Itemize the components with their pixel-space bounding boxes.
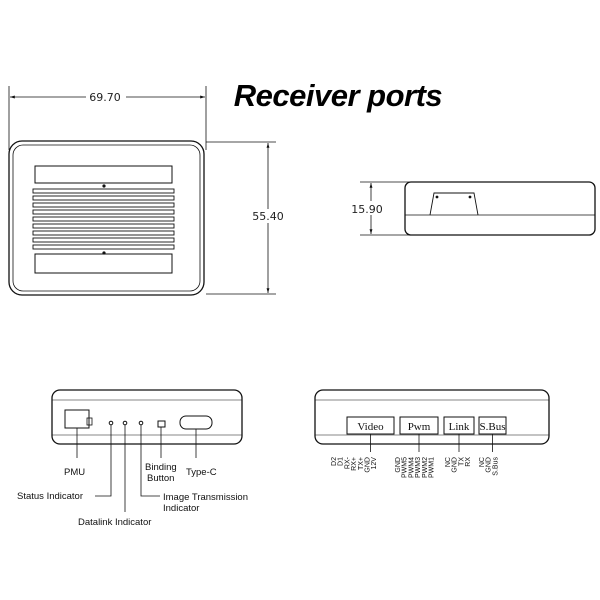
pin-label: RX- [344, 456, 351, 469]
pin-label: GND [486, 457, 493, 473]
fin [32, 230, 175, 236]
binding-button-label-2: Button [147, 473, 174, 484]
datalink-indicator-label: Datalink Indicator [78, 517, 151, 528]
image-transmission-label-1: Image Transmission [163, 492, 248, 503]
fin [32, 188, 175, 194]
pin-label: PWM1 [429, 457, 436, 478]
pin-label: PWM3 [415, 457, 422, 478]
width-dimension: 69.70 [89, 91, 121, 104]
fin [32, 244, 175, 250]
receiver-side-body [404, 181, 596, 236]
port-label: S.Bus [480, 421, 506, 433]
page-title: Receiver ports [233, 78, 443, 113]
pin-label: GND [365, 457, 372, 473]
left-panel-body [51, 389, 243, 445]
pin-label: GND [452, 457, 459, 473]
pin-label: D1 [338, 457, 345, 466]
image-transmission-indicator-led [138, 420, 144, 426]
pin-label: PWM5 [402, 457, 409, 478]
pin-label: GND [395, 457, 402, 473]
top-view: 69.70 55.40 [8, 86, 286, 296]
pin-label: RX [465, 457, 472, 467]
pmu-label: PMU [64, 467, 85, 478]
fin [32, 216, 175, 222]
fin [32, 223, 175, 229]
left-ports-view: PMU Status Indicator Datalink Indicator … [17, 389, 248, 528]
status-indicator-led [108, 420, 114, 426]
status-indicator-label: Status Indicator [17, 491, 83, 502]
pin-label: TX [458, 457, 465, 466]
pin-label: PWM2 [422, 457, 429, 478]
height-dimension: 15.90 [351, 203, 383, 216]
port-label: Link [449, 421, 470, 433]
heat-sink-fins [32, 188, 175, 250]
fin [32, 195, 175, 201]
fin [32, 202, 175, 208]
pin-label: 12V [371, 457, 378, 470]
type-c-label: Type-C [186, 467, 217, 478]
side-view: 15.90 [350, 181, 596, 236]
binding-button-label-1: Binding [145, 462, 177, 473]
binding-button [157, 420, 166, 428]
pin-label: NC [445, 457, 452, 467]
port-label: Pwm [408, 421, 431, 433]
receiver-top-body [8, 140, 205, 296]
depth-dimension: 55.40 [252, 210, 284, 223]
pin-label: RX+ [351, 457, 358, 471]
pin-label: S.Bus [492, 457, 499, 476]
pin-label: PWM4 [408, 457, 415, 478]
pin-label: NC [479, 457, 486, 467]
pin-label: TX+ [358, 457, 365, 470]
fin [32, 237, 175, 243]
datalink-indicator-led [122, 420, 128, 426]
fin [32, 209, 175, 215]
image-transmission-label-2: Indicator [163, 503, 199, 514]
pin-label: D2 [331, 457, 338, 466]
port-label: Video [357, 421, 384, 433]
